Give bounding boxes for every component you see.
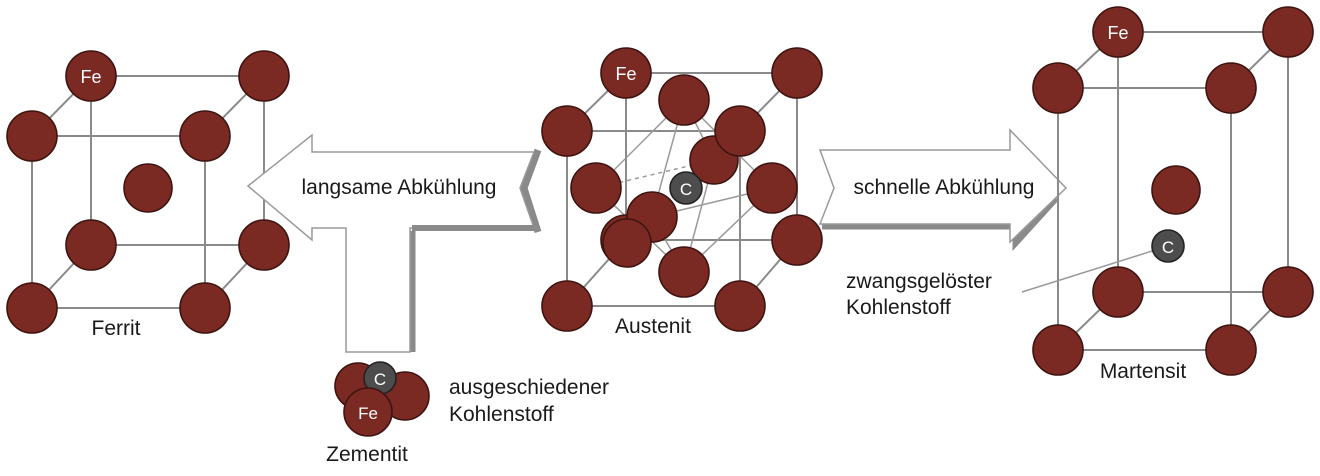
slow-cooling-arrow bbox=[246, 133, 542, 353]
fe-atom bbox=[6, 110, 58, 162]
fe-atom bbox=[123, 163, 173, 213]
label-precipitated-carbon-line1: ausgeschiedener bbox=[449, 376, 609, 399]
fe-atom bbox=[6, 282, 58, 334]
martensit-lattice: C Fe bbox=[1021, 6, 1314, 376]
fe-atom bbox=[1032, 62, 1084, 114]
fe-atom bbox=[714, 105, 766, 157]
c-atom bbox=[669, 171, 703, 205]
label-austenit: Austenit bbox=[615, 315, 691, 338]
fe-atom bbox=[238, 50, 290, 102]
fe-atom-labeled bbox=[343, 387, 393, 437]
fe-symbol: Fe bbox=[1107, 23, 1128, 43]
label-ferrit: Ferrit bbox=[92, 317, 141, 340]
ferrit-atoms: Fe bbox=[6, 50, 290, 334]
fe-atom bbox=[65, 219, 117, 271]
fe-atom bbox=[658, 74, 710, 126]
label-fast-cooling: schnelle Abkühlung bbox=[854, 176, 1035, 199]
fe-atom bbox=[1205, 62, 1257, 114]
fe-atom bbox=[1151, 165, 1201, 215]
fe-atom bbox=[746, 162, 798, 214]
label-martensit: Martensit bbox=[1100, 360, 1187, 383]
label-slow-cooling: langsame Abkühlung bbox=[302, 176, 497, 199]
label-precipitated-carbon-line2: Kohlenstoff bbox=[449, 403, 554, 426]
fe-symbol: Fe bbox=[358, 404, 378, 423]
fe-atom bbox=[179, 110, 231, 162]
fe-atom bbox=[1205, 324, 1257, 376]
fe-atom-labeled bbox=[65, 50, 117, 102]
c-symbol: C bbox=[374, 370, 386, 389]
c-atom bbox=[1151, 229, 1185, 263]
fe-atom bbox=[541, 105, 593, 157]
fe-atom bbox=[714, 280, 766, 332]
fe-atom bbox=[570, 162, 622, 214]
c-symbol: C bbox=[680, 180, 692, 199]
fe-atom-labeled bbox=[1092, 6, 1144, 58]
fe-atom bbox=[1262, 6, 1314, 58]
fe-atom bbox=[541, 280, 593, 332]
fe-atom bbox=[1092, 266, 1144, 318]
fe-atom bbox=[602, 218, 652, 268]
fe-atom bbox=[1262, 266, 1314, 318]
austenit-lattice: C Fe bbox=[541, 47, 823, 332]
fe-atom-labeled bbox=[600, 47, 652, 99]
zementit-cluster: C Fe bbox=[334, 361, 430, 437]
fe-atom bbox=[179, 282, 231, 334]
label-forced-dissolved-carbon-line1: zwangsgelöster bbox=[846, 270, 992, 293]
martensit-atoms: C Fe bbox=[1032, 6, 1314, 376]
fe-atom bbox=[1032, 324, 1084, 376]
austenit-atoms: C Fe bbox=[541, 47, 823, 332]
fe-atom bbox=[238, 219, 290, 271]
fe-symbol: Fe bbox=[615, 64, 636, 84]
fe-atom bbox=[771, 214, 823, 266]
fe-symbol: Fe bbox=[80, 67, 101, 87]
ferrit-lattice: Fe bbox=[6, 50, 290, 334]
fe-atom bbox=[771, 47, 823, 99]
c-symbol: C bbox=[1162, 238, 1174, 257]
label-forced-dissolved-carbon-line2: Kohlenstoff bbox=[846, 296, 951, 319]
fe-atom bbox=[658, 246, 710, 298]
fast-cooling-arrow bbox=[818, 128, 1068, 252]
label-zementit: Zementit bbox=[326, 443, 408, 466]
